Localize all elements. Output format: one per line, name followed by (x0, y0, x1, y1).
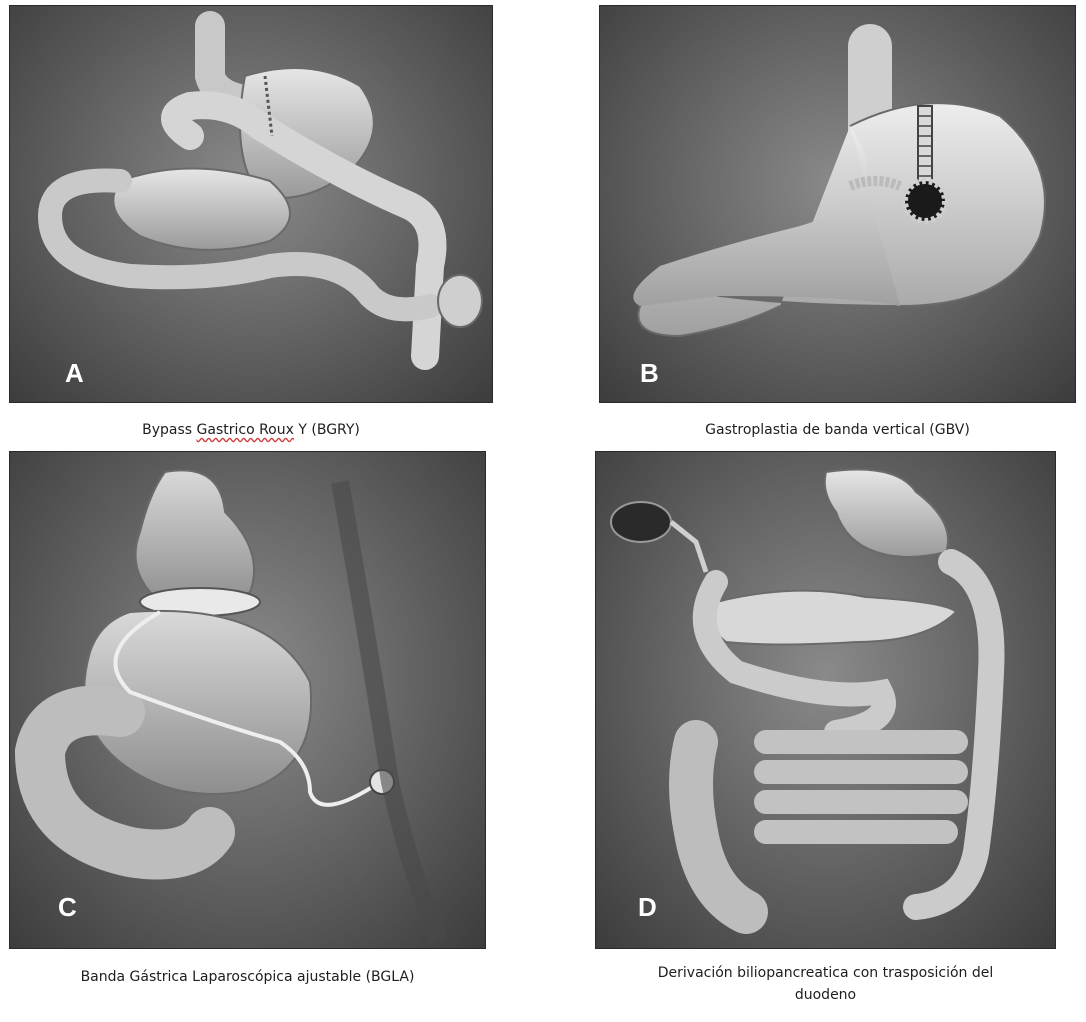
figure-d-caption: Derivación biliopancreatica con trasposi… (596, 962, 1055, 1006)
figure-a-caption-marked: Gastrico Roux (197, 422, 294, 438)
roux-y-bypass-illustration (10, 6, 492, 402)
figure-a-caption-pre: Bypass (142, 422, 196, 438)
figure-b-letter: B (640, 358, 660, 389)
vertical-banded-gastroplasty-illustration (600, 6, 1075, 402)
figure-a-caption: Bypass Gastrico Roux Y (BGRY) (10, 419, 492, 441)
figure-c-caption: Banda Gástrica Laparoscópica ajustable (… (10, 966, 485, 988)
figure-d-letter: D (638, 892, 658, 923)
figure-b-caption: Gastroplastia de banda vertical (GBV) (600, 419, 1075, 441)
figure-c-image: C (10, 452, 485, 948)
adjustable-gastric-band-illustration (10, 452, 485, 948)
figure-c-letter: C (58, 892, 78, 923)
figure-a-letter: A (65, 358, 85, 389)
figure-d-image: D (596, 452, 1055, 948)
figure-a-caption-post: Y (BGRY) (294, 422, 360, 438)
figure-a-image: A (10, 6, 492, 402)
figure-b-image: B (600, 6, 1075, 402)
biliopancreatic-diversion-illustration (596, 452, 1055, 948)
figure-d-caption-line2: duodeno (596, 984, 1055, 1006)
figure-d-caption-line1: Derivación biliopancreatica con trasposi… (596, 962, 1055, 984)
